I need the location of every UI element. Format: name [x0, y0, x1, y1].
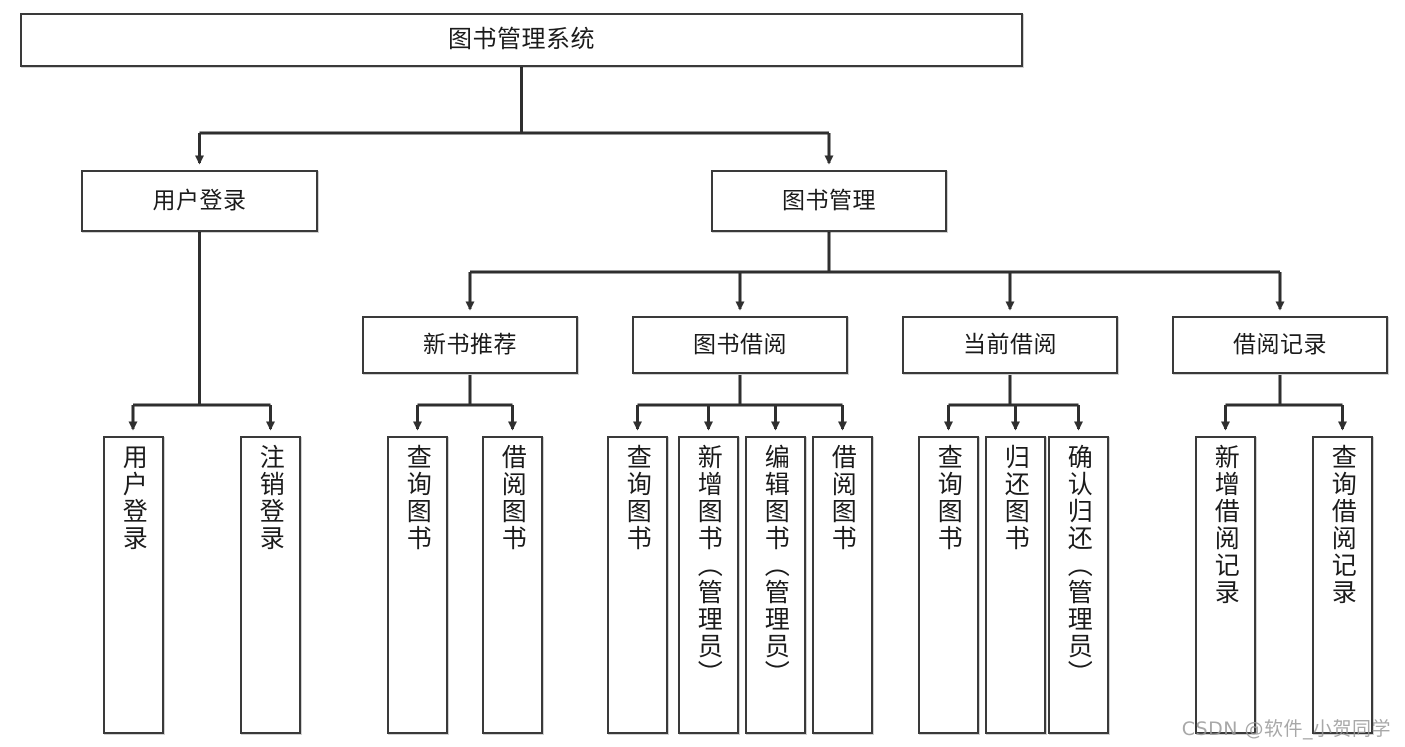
leaf-search-borrow-record-label: 查询借阅记录 — [1328, 444, 1358, 606]
leaf-logout-label: 注销登录 — [256, 444, 286, 552]
leaf-add-book-admin-label: 新增图书（管理员） — [694, 444, 724, 687]
node-book-borrow[interactable]: 图书借阅 — [632, 316, 848, 374]
leaf-edit-book-admin[interactable]: 编辑图书（管理员） — [745, 436, 806, 734]
leaf-logout[interactable]: 注销登录 — [240, 436, 301, 734]
leaf-borrow-book-label: 借阅图书 — [828, 444, 858, 552]
leaf-confirm-return-admin[interactable]: 确认归还（管理员） — [1048, 436, 1109, 734]
leaf-search-books-borrow[interactable]: 查询图书 — [607, 436, 668, 734]
node-borrow-records-label: 借阅记录 — [1233, 331, 1327, 358]
node-new-book-recommend-label: 新书推荐 — [423, 331, 517, 358]
leaf-borrow-books-new-label: 借阅图书 — [498, 444, 528, 552]
leaf-search-books-new-label: 查询图书 — [403, 444, 433, 552]
leaf-return-book[interactable]: 归还图书 — [985, 436, 1046, 734]
leaf-search-books-current-label: 查询图书 — [934, 444, 964, 552]
node-root-label: 图书管理系统 — [448, 25, 595, 54]
node-book-management-label: 图书管理 — [782, 187, 876, 214]
leaf-search-books-current[interactable]: 查询图书 — [918, 436, 979, 734]
leaf-user-login-label: 用户登录 — [119, 444, 149, 552]
leaf-add-borrow-record-label: 新增借阅记录 — [1211, 444, 1241, 606]
node-user-login-label: 用户登录 — [152, 187, 247, 214]
leaf-borrow-books-new[interactable]: 借阅图书 — [482, 436, 543, 734]
node-book-management[interactable]: 图书管理 — [711, 170, 947, 232]
node-root[interactable]: 图书管理系统 — [20, 13, 1023, 67]
node-current-borrow[interactable]: 当前借阅 — [902, 316, 1118, 374]
node-new-book-recommend[interactable]: 新书推荐 — [362, 316, 578, 374]
leaf-edit-book-admin-label: 编辑图书（管理员） — [761, 444, 791, 687]
node-book-borrow-label: 图书借阅 — [693, 331, 787, 358]
leaf-search-books-borrow-label: 查询图书 — [623, 444, 653, 552]
leaf-add-book-admin[interactable]: 新增图书（管理员） — [678, 436, 739, 734]
leaf-borrow-book[interactable]: 借阅图书 — [812, 436, 873, 734]
node-current-borrow-label: 当前借阅 — [963, 331, 1057, 358]
leaf-search-books-new[interactable]: 查询图书 — [387, 436, 448, 734]
leaf-user-login[interactable]: 用户登录 — [103, 436, 164, 734]
node-user-login[interactable]: 用户登录 — [81, 170, 318, 232]
node-borrow-records[interactable]: 借阅记录 — [1172, 316, 1388, 374]
leaf-search-borrow-record[interactable]: 查询借阅记录 — [1312, 436, 1373, 734]
leaf-add-borrow-record[interactable]: 新增借阅记录 — [1195, 436, 1256, 734]
leaf-return-book-label: 归还图书 — [1001, 444, 1031, 552]
leaf-confirm-return-admin-label: 确认归还（管理员） — [1064, 444, 1094, 687]
watermark: CSDN @软件_小贺同学 — [1181, 718, 1391, 740]
